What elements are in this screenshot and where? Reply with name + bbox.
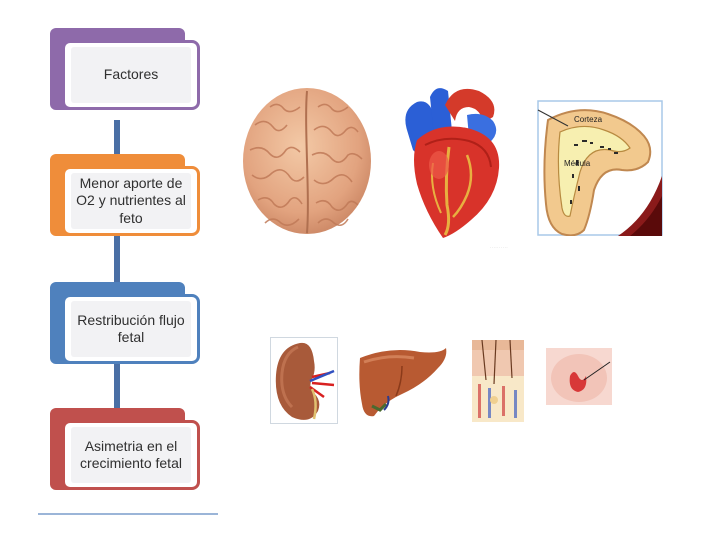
skin-section-icon [472, 340, 524, 422]
step-redistribucion: Restribución flujo fetal [50, 282, 202, 365]
kidney-icon [270, 337, 338, 424]
thyroid-icon [546, 348, 612, 405]
step-factores: Factores [50, 28, 202, 111]
step-label: Asimetria en el crecimiento fetal [71, 427, 191, 483]
step-box: Menor aporte de O2 y nutrientes al feto [62, 166, 200, 236]
corteza-label: Corteza [574, 115, 603, 124]
step-box: Restribución flujo fetal [62, 294, 200, 364]
step-label: Restribución flujo fetal [71, 301, 191, 357]
step-label: Factores [71, 47, 191, 103]
step-asimetria: Asimetria en el crecimiento fetal [50, 408, 202, 491]
step-label: Menor aporte de O2 y nutrientes al feto [71, 173, 191, 229]
liver-icon [358, 346, 448, 418]
step-box: Factores [62, 40, 200, 110]
step-box: Asimetria en el crecimiento fetal [62, 420, 200, 490]
image-credit-mark: · · · · · · · · · · [490, 245, 508, 249]
step-menor-aporte: Menor aporte de O2 y nutrientes al feto [50, 154, 202, 237]
heart-icon [395, 85, 510, 240]
adrenal-gland-icon: Corteza Médula [530, 100, 663, 236]
medula-label: Médula [564, 159, 591, 168]
brain-icon [240, 85, 375, 237]
divider-line [38, 513, 218, 515]
